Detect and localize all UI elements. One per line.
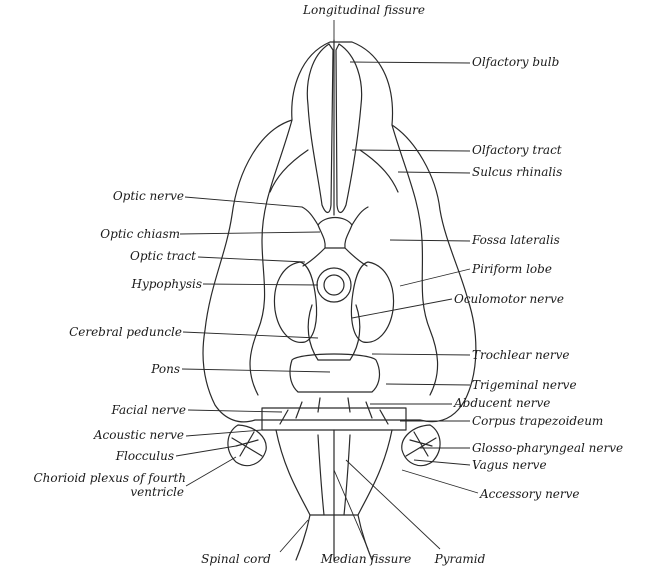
leader-flocculus bbox=[176, 446, 236, 456]
leader-olfactory-tract bbox=[352, 150, 470, 151]
leader-fossa-lateralis bbox=[390, 240, 470, 241]
left-hemisphere-contour bbox=[250, 120, 292, 395]
leader-optic-tract bbox=[198, 257, 305, 262]
leader-spinal-cord bbox=[280, 520, 308, 552]
label-trigeminal-nerve: Trigeminal nerve bbox=[472, 379, 577, 392]
leader-pyramid bbox=[346, 460, 440, 549]
leader-oculomotor-nerve bbox=[352, 299, 452, 318]
label-chorioid-plexus-line1: Chorioid plexus of fourth bbox=[2, 472, 186, 485]
leader-median-fissure bbox=[334, 470, 368, 549]
leader-optic-chiasm bbox=[180, 232, 320, 234]
hypophysis-shape bbox=[317, 268, 351, 302]
label-glosso-pharyngeal-nerve: Glosso-pharyngeal nerve bbox=[472, 442, 623, 455]
label-olfactory-tract: Olfactory tract bbox=[472, 144, 562, 157]
label-corpus-trapezoideum: Corpus trapezoideum bbox=[472, 415, 603, 428]
leader-chorioid-plexus bbox=[186, 457, 236, 486]
label-accessory-nerve: Accessory nerve bbox=[480, 488, 580, 501]
leader-accessory-nerve bbox=[402, 470, 478, 493]
label-pyramid: Pyramid bbox=[420, 553, 500, 566]
leader-trochlear-nerve bbox=[372, 354, 470, 355]
label-median-fissure: Median fissure bbox=[306, 553, 426, 566]
label-optic-chiasm: Optic chiasm bbox=[50, 228, 180, 241]
label-chorioid-plexus-line2: ventricle bbox=[2, 486, 184, 499]
label-piriform-lobe: Piriform lobe bbox=[472, 263, 552, 276]
label-spinal-cord: Spinal cord bbox=[186, 553, 286, 566]
label-optic-nerve: Optic nerve bbox=[60, 190, 184, 203]
right-flocculus bbox=[402, 425, 440, 466]
label-sulcus-rhinalis: Sulcus rhinalis bbox=[472, 166, 562, 179]
optic-tract-right bbox=[345, 248, 367, 266]
label-optic-tract: Optic tract bbox=[60, 250, 196, 263]
left-olfactory-bulb bbox=[307, 44, 333, 213]
label-longitudinal-fissure: Longitudinal fissure bbox=[298, 4, 430, 17]
leader-hypophysis bbox=[203, 284, 318, 285]
label-cerebral-peduncle: Cerebral peduncle bbox=[40, 326, 182, 339]
optic-nerve-left bbox=[302, 207, 318, 225]
right-piriform-lobe bbox=[351, 262, 393, 342]
leader-cerebral-peduncle bbox=[183, 332, 318, 338]
sulcus-rhinalis-curve bbox=[360, 150, 398, 192]
label-flocculus: Flocculus bbox=[40, 450, 174, 463]
label-acoustic-nerve: Acoustic nerve bbox=[40, 429, 184, 442]
label-pons: Pons bbox=[60, 363, 180, 376]
label-facial-nerve: Facial nerve bbox=[50, 404, 186, 417]
leader-piriform-lobe bbox=[400, 269, 470, 286]
label-hypophysis: Hypophysis bbox=[60, 278, 202, 291]
midbrain-shape bbox=[308, 305, 360, 360]
optic-nerve-right bbox=[352, 207, 368, 225]
label-oculomotor-nerve: Oculomotor nerve bbox=[454, 293, 564, 306]
label-olfactory-bulb: Olfactory bulb bbox=[472, 56, 559, 69]
label-vagus-nerve: Vagus nerve bbox=[472, 459, 547, 472]
label-trochlear-nerve: Trochlear nerve bbox=[472, 349, 570, 362]
leader-trigeminal-nerve bbox=[386, 384, 470, 385]
label-abducent-nerve: Abducent nerve bbox=[454, 397, 550, 410]
leader-acoustic-nerve bbox=[186, 430, 262, 436]
leader-olfactory-bulb bbox=[350, 62, 470, 63]
optic-tract-left bbox=[303, 248, 325, 266]
leader-vagus-nerve bbox=[414, 460, 470, 465]
corpus-trapezoideum-shape bbox=[262, 408, 406, 430]
right-olfactory-bulb bbox=[336, 44, 362, 213]
leader-sulcus-rhinalis bbox=[398, 172, 470, 173]
leader-facial-nerve bbox=[188, 410, 282, 412]
optic-chiasm-shape bbox=[318, 218, 352, 249]
leader-optic-nerve bbox=[185, 197, 302, 207]
left-piriform-lobe bbox=[274, 262, 316, 342]
cerebrum-outline bbox=[203, 42, 476, 422]
label-fossa-lateralis: Fossa lateralis bbox=[472, 234, 560, 247]
